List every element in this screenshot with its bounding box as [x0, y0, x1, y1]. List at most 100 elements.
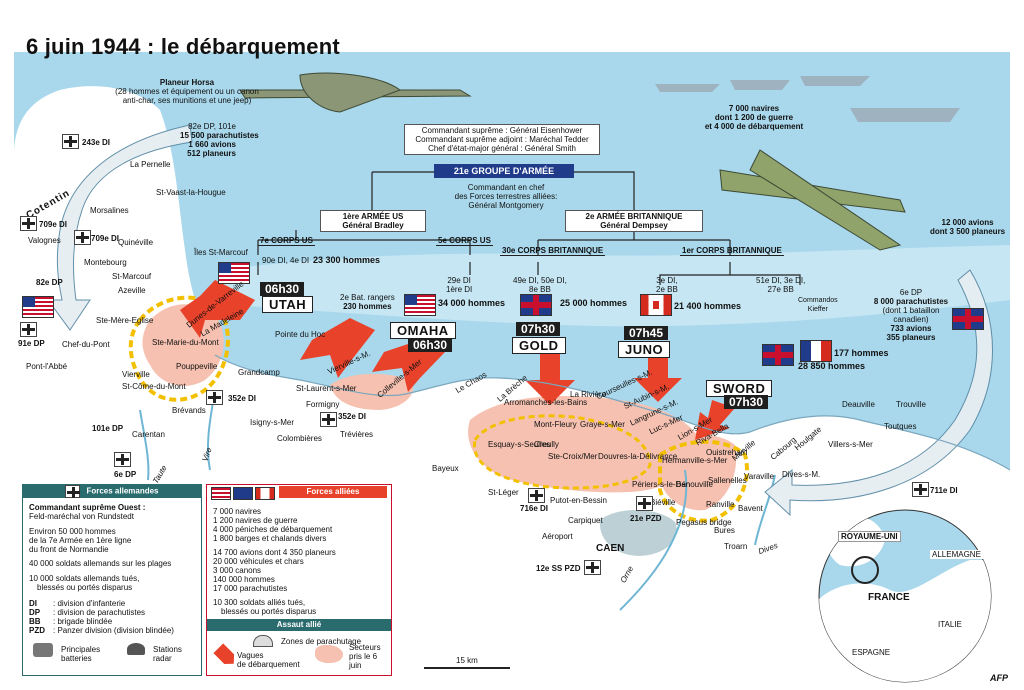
german-unit-icon [206, 390, 223, 405]
legend-waves-2: de débarquement [237, 660, 300, 669]
place-brevands: Brévands [172, 406, 206, 415]
legend-abbr-bb: BB [29, 617, 41, 626]
legend-battery-1: Principales [61, 645, 101, 654]
legend-allied-l10: 10 300 soldats alliés tués, [213, 598, 306, 607]
corps-5-label: 5e CORPS US [436, 236, 493, 246]
place-hermanville: Hermanville-s-Mer [662, 456, 728, 465]
place-st-leger: St-Léger [488, 488, 519, 497]
german-unit-icon [320, 412, 337, 427]
juno-men: 21 400 hommes [674, 301, 742, 311]
corps-30-label: 30e CORPS BRITANNIQUE [500, 246, 606, 256]
river-taute [139, 409, 150, 481]
flag-uk-gold [520, 294, 552, 316]
place-morsalines: Morsalines [90, 206, 129, 215]
river-dives [754, 474, 776, 546]
radar-icon [127, 643, 145, 655]
german-unit-709-b: 709e DI [91, 234, 120, 243]
german-unit-icon [584, 560, 601, 575]
flag-usa-82dp [22, 296, 54, 318]
legend-assault-header: Assaut allié [207, 619, 391, 631]
omaha-time: 06h30 [408, 338, 453, 352]
inset-label-italy: ITALIE [938, 620, 962, 629]
legend-allied-l6: 20 000 véhicules et chars [213, 557, 304, 566]
place-colombieres: Colombières [277, 434, 322, 443]
flag-france-kieffer [800, 340, 832, 362]
legend-allied-title: Forces alliées [279, 486, 387, 498]
place-isigny: Isigny-s-Mer [250, 418, 295, 427]
place-graye: Graye-s-Mer [580, 420, 625, 429]
place-bieville: Biéville [650, 498, 676, 507]
place-valognes: Valognes [28, 236, 61, 245]
utah-time: 06h30 [260, 282, 305, 296]
corps-1-divisions: 3e DI,2e BB [656, 276, 678, 294]
corps-7-men: 23 300 hommes [313, 255, 381, 265]
place-grandcamp: Grandcamp [238, 368, 280, 377]
place-toutques: Toutques [884, 422, 917, 431]
coastline [214, 354, 1011, 471]
place-putot: Putot-en-Bessin [550, 496, 607, 505]
place-carpiquet: Carpiquet [568, 516, 603, 525]
place-vierville: Vierville [122, 370, 150, 379]
place-varaville: Varaville [744, 472, 775, 481]
corps-1-label: 1er CORPS BRITANNIQUE [680, 246, 784, 256]
legend-allied-l8: 140 000 hommes [213, 575, 275, 584]
landing-wave-icon [213, 643, 238, 668]
credit-afp: AFP [990, 673, 1008, 683]
place-ste-mere-eglise: Ste-Mère-Eglise [96, 316, 154, 325]
legend-abbr-dp-desc: : division de parachutistes [53, 608, 146, 617]
allied-para-82: 82e DP [36, 278, 63, 287]
place-aeroport: Aéroport [542, 532, 573, 541]
legend-german-l3: du front de Normandie [29, 545, 109, 554]
german-unit-711: 711e DI [930, 486, 958, 495]
place-montebourg: Montebourg [84, 258, 127, 267]
german-unit-icon [636, 496, 653, 511]
allied-sector-sword [655, 433, 737, 511]
deputy-commander: Commandant suprême adjoint : Maréchal Te… [415, 135, 589, 144]
allied-sector-gold-juno [468, 396, 700, 493]
corps-7-label: 7e CORPS US [258, 236, 315, 246]
place-pointe-du-hoc: Pointe du Hoc [275, 330, 326, 339]
place-st-vaast: St-Vaast-la-Hougue [156, 188, 226, 197]
german-unit-21pzd: 21e PZD [630, 514, 662, 523]
place-azeville: Azeville [118, 286, 146, 295]
legend-battery-2: batteries [61, 654, 92, 663]
place-ste-croix: Ste-Croix/Mer [548, 452, 598, 461]
command-lines [257, 171, 801, 285]
gold-time: 07h30 [516, 322, 561, 336]
place-douvres: Douvres-la-Délivrance [598, 452, 678, 461]
legend-allied-l4: 1 800 barges et chalands divers [213, 534, 327, 543]
flag-usa-utah [218, 262, 250, 284]
legend-allied-l1: 7 000 navires [213, 507, 262, 516]
horsa-glider-info: Planeur Horsa(28 hommes et équipement ou… [115, 78, 259, 105]
army-group-label: 21e GROUPE D'ARMÉE [434, 164, 574, 178]
place-ranville: Ranville [706, 500, 735, 509]
place-chef-du-pont: Chef-du-Pont [62, 340, 110, 349]
german-unit-icon [912, 482, 929, 497]
place-iles-st-marcouf: Îles St-Marcouf [194, 248, 248, 257]
flag-canada-juno [640, 294, 672, 316]
legend-allied-header: Forces alliées [207, 485, 391, 500]
juno-beach-label: JUNO [618, 341, 671, 358]
legend-german-l1: Environ 50 000 hommes [29, 527, 116, 536]
place-troarn: Troarn [724, 542, 748, 551]
legend-abbr-pzd: PZD [29, 626, 45, 635]
legend-allied-l9: 17 000 parachutistes [213, 584, 288, 593]
legend-drop-zones: Zones de parachutage [281, 637, 362, 646]
sword-time: 07h30 [724, 395, 769, 409]
legend-allied-l7: 3 000 canons [213, 566, 262, 575]
legend-radar-1: Stations [153, 645, 182, 654]
german-unit-icon [74, 230, 91, 245]
german-unit-6dp: 6e DP [114, 470, 137, 479]
legend-abbr-di: DI [29, 599, 37, 608]
place-deauville: Deauville [842, 400, 875, 409]
legend-sectors-3: juin [349, 661, 362, 670]
